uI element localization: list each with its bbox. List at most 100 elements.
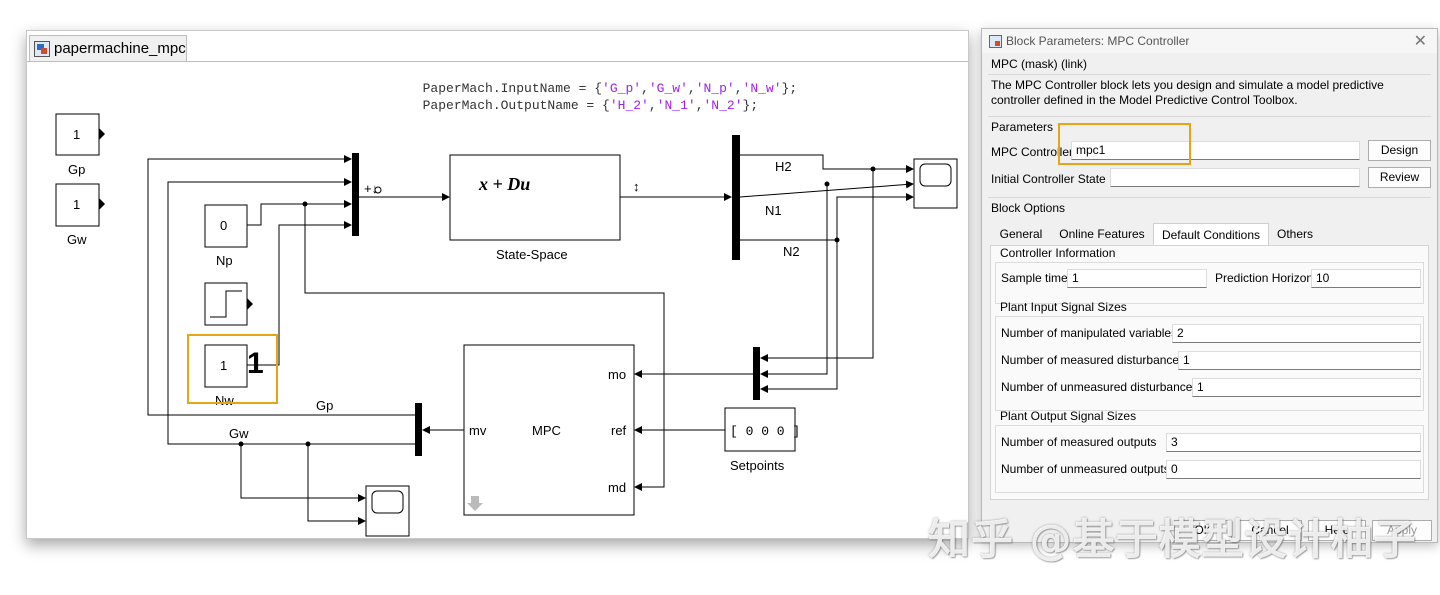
state-space-label: State-Space bbox=[496, 247, 568, 262]
unmeasured-outputs-input[interactable]: 0 bbox=[1166, 460, 1421, 479]
mpc-controller-input[interactable]: mpc1 bbox=[1071, 141, 1360, 160]
tab-default-conditions[interactable]: Default Conditions bbox=[1153, 223, 1269, 245]
gw-inport-block[interactable]: 1 bbox=[55, 183, 105, 227]
signal-gw-label: Gw bbox=[229, 426, 249, 441]
simulink-model-icon bbox=[34, 40, 50, 57]
watermark: 知乎 @基于模型设计柚子 bbox=[928, 515, 1417, 564]
unmeasured-outputs-label: Number of unmeasured outputs bbox=[1001, 462, 1170, 476]
initial-state-label: Initial Controller State bbox=[991, 172, 1106, 186]
manipulated-variables-label: Number of manipulated variables bbox=[1001, 326, 1178, 340]
signal-lines bbox=[147, 154, 914, 525]
parameters-heading: Parameters bbox=[991, 120, 1054, 134]
controller-info-heading: Controller Information bbox=[1000, 246, 1116, 260]
nw-highlight-box bbox=[187, 334, 278, 404]
review-button[interactable]: Review bbox=[1368, 167, 1431, 188]
prediction-horizon-input[interactable]: 10 bbox=[1311, 269, 1421, 288]
mux-sign-marks: +↓ bbox=[364, 181, 378, 196]
setpoints-block[interactable]: [ 0 0 0 ] bbox=[724, 407, 800, 452]
mux-port-circle bbox=[374, 186, 382, 194]
block-parameters-dialog: Block Parameters: MPC Controller ✕ MPC (… bbox=[981, 28, 1438, 543]
dialog-title: Block Parameters: MPC Controller bbox=[1006, 34, 1190, 48]
annotation-marker: 1 bbox=[247, 347, 264, 380]
tab-others[interactable]: Others bbox=[1276, 227, 1313, 241]
signal-gp-label: Gp bbox=[316, 398, 333, 413]
mask-subtitle: MPC (mask) (link) bbox=[991, 57, 1087, 71]
close-icon[interactable]: ✕ bbox=[1413, 33, 1427, 50]
mpc-port-ref: ref bbox=[611, 423, 627, 438]
dialog-app-icon bbox=[989, 34, 1002, 48]
gp-label: Gp bbox=[68, 162, 85, 177]
dialog-titlebar: Block Parameters: MPC Controller ✕ bbox=[982, 29, 1437, 53]
measured-outputs-label: Number of measured outputs bbox=[1001, 435, 1157, 449]
model-tab[interactable]: papermachine_mpc bbox=[29, 35, 187, 61]
input-name-command: PaperMach.InputName = {'G_p','G_w','N_p'… bbox=[368, 81, 836, 96]
tab-divider bbox=[27, 61, 968, 62]
simulink-model-window: papermachine_mpc PaperMach.InputName = {… bbox=[26, 30, 969, 539]
output-name-command: PaperMach.OutputName = {'H_2','N_1','N_2… bbox=[368, 98, 797, 113]
gp-value: 1 bbox=[73, 127, 80, 142]
signal-n2-label: N2 bbox=[783, 244, 800, 259]
controller-info-group bbox=[995, 262, 1424, 304]
mpc-port-md: md bbox=[608, 480, 626, 495]
np-value: 0 bbox=[220, 218, 227, 233]
output-scope-block[interactable] bbox=[913, 158, 958, 209]
mpc-controller-block[interactable]: MPC mv mo ref md bbox=[463, 344, 635, 516]
gw-value: 1 bbox=[73, 197, 80, 212]
block-options-heading: Block Options bbox=[991, 201, 1066, 215]
mpc-controller-label: MPC Controller bbox=[991, 145, 1074, 159]
initial-state-input[interactable] bbox=[1110, 168, 1360, 187]
model-tab-title: papermachine_mpc bbox=[54, 40, 186, 57]
mask-description: The MPC Controller block lets you design… bbox=[991, 78, 1384, 107]
gw-label: Gw bbox=[67, 232, 87, 247]
divider bbox=[988, 197, 1431, 198]
mv-demux[interactable] bbox=[415, 403, 422, 456]
tab-general[interactable]: General bbox=[999, 227, 1043, 241]
divider bbox=[988, 116, 1431, 117]
unmeasured-disturbances-label: Number of unmeasured disturbances bbox=[1001, 380, 1199, 394]
measured-outputs-input[interactable]: 3 bbox=[1166, 433, 1421, 452]
manipulated-variables-input[interactable]: 2 bbox=[1172, 324, 1421, 343]
output-demux[interactable] bbox=[732, 135, 740, 260]
setpoints-value: [ 0 0 0 ] bbox=[730, 424, 800, 439]
design-button[interactable]: Design bbox=[1368, 140, 1431, 161]
plant-output-heading: Plant Output Signal Sizes bbox=[1000, 409, 1137, 423]
signal-n1-label: N1 bbox=[765, 203, 782, 218]
sample-time-input[interactable]: 1 bbox=[1067, 269, 1207, 288]
nw-constant-block[interactable]: 1 bbox=[204, 344, 248, 388]
state-space-block[interactable]: x + Du ↕ bbox=[449, 154, 640, 241]
step-block[interactable] bbox=[204, 282, 253, 326]
mpc-port-mo: mo bbox=[608, 367, 626, 382]
mpc-label: MPC bbox=[532, 423, 561, 438]
nw-value: 1 bbox=[220, 358, 227, 373]
apply-button[interactable]: Apply bbox=[1372, 520, 1432, 541]
tab-online-features[interactable]: Online Features bbox=[1059, 227, 1145, 241]
prediction-horizon-label: Prediction Horizon bbox=[1215, 271, 1314, 285]
look-under-mask-icon bbox=[467, 496, 483, 511]
nw-label: Nw bbox=[215, 393, 234, 408]
plant-input-heading: Plant Input Signal Sizes bbox=[1000, 300, 1127, 314]
resize-arrow-icon: ↕ bbox=[633, 179, 640, 194]
mpc-port-mv: mv bbox=[469, 423, 487, 438]
tab-panel: Controller Information Sample time 1 Pre… bbox=[990, 245, 1429, 500]
mv-scope-block[interactable] bbox=[365, 485, 410, 537]
gp-inport-block[interactable]: 1 bbox=[55, 113, 105, 156]
measured-disturbances-label: Number of measured disturbances bbox=[1001, 353, 1186, 367]
help-button[interactable]: Help bbox=[1308, 520, 1366, 541]
model-canvas: PaperMach.InputName = {'G_p','G_w','N_p'… bbox=[55, 81, 958, 537]
sample-time-label: Sample time bbox=[1001, 271, 1068, 285]
setpoints-label: Setpoints bbox=[730, 458, 785, 473]
measured-output-mux[interactable] bbox=[753, 347, 760, 400]
unmeasured-disturbances-input[interactable]: 1 bbox=[1192, 378, 1421, 397]
plant-input-group bbox=[995, 316, 1424, 411]
np-constant-block[interactable]: 0 bbox=[204, 204, 248, 248]
ok-button[interactable]: OK bbox=[1174, 520, 1232, 541]
state-space-expression: x + Du bbox=[478, 174, 530, 194]
measured-disturbances-input[interactable]: 1 bbox=[1178, 351, 1421, 370]
plant-output-group bbox=[995, 425, 1424, 493]
mpc-controller-highlight bbox=[1058, 123, 1191, 165]
cancel-button[interactable]: Cancel bbox=[1238, 520, 1302, 541]
divider bbox=[988, 74, 1431, 75]
input-mux[interactable] bbox=[352, 153, 359, 236]
np-label: Np bbox=[216, 253, 233, 268]
signal-h2-label: H2 bbox=[775, 159, 792, 174]
